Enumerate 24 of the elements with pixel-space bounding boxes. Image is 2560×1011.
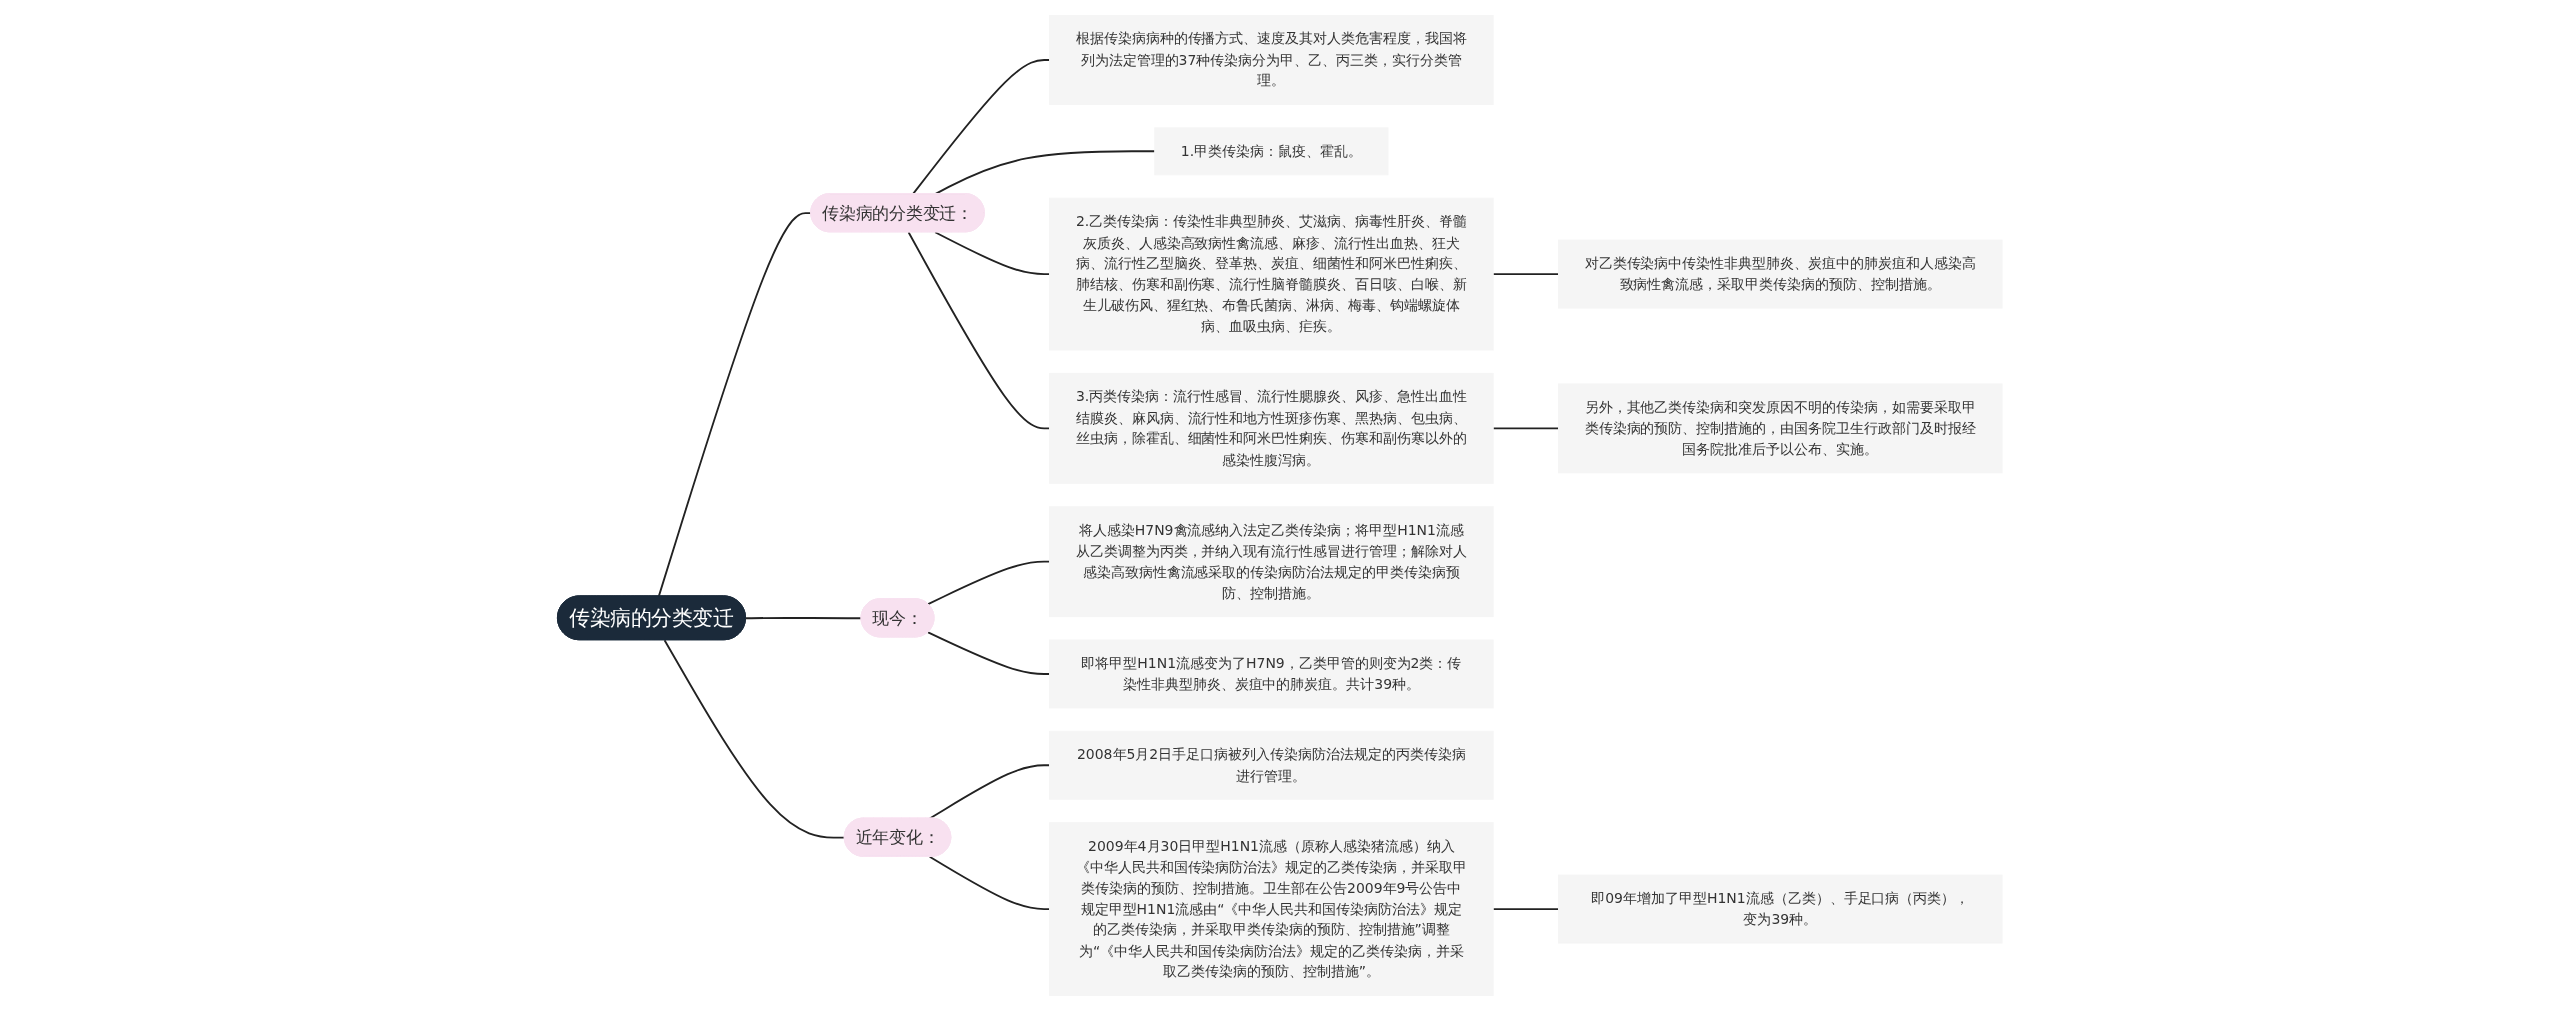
connector <box>934 150 1156 195</box>
connector <box>745 617 863 620</box>
connector <box>1492 273 1560 276</box>
node-box: 将人感染H7N9禽流感纳入法定乙类传染病；将甲型H1N1流感从乙类调整为丙类，并纳入现有流行性感冒进行管理；解除对人感染高致病性禽流感采取的传染病防治法规定的甲类传染病预防、控制措施。 <box>1049 506 1494 618</box>
connector <box>1492 908 1560 910</box>
connector <box>934 231 1051 276</box>
connector <box>927 560 1051 605</box>
node-box: 即将甲型H1N1流感变为了H7N9，乙类甲管的则变为2类：传染性非典型肺炎、炭疽中的肺炭疽。共计39种。 <box>1049 639 1494 709</box>
node-box: 3.丙类传染病：流行性感冒、流行性腮腺炎、风疹、急性出血性结膜炎、麻风病、流行性和地方性斑疹伤寒、黑热病、包虫病、丝虫病，除霍乱、细菌性和阿米巴性痢疾、伤寒和副伤寒以外的感染性腹泻病。 <box>1049 372 1494 484</box>
node-box: 2.乙类传染病：传染性非典型肺炎、艾滋病、病毒性肝炎、脊髓灰质炎、人感染高致病性禽流感、麻疹、流行性出血热、狂犬病、流行性乙型脑炎、登革热、炭疽、细菌性和阿米巴性痢疾、肺结核、伤寒和副伤寒、流行性脑脊髓膜炎、百日咳、白喉、新生儿破伤风、猩红热、布鲁氏菌病、淋病、梅毒、钩端螺旋体病、血吸虫病、疟疾。 <box>1049 197 1494 351</box>
node-box: 对乙类传染病中传染性非典型肺炎、炭疽中的肺炭疽和人感染高致病性禽流感，采取甲类传染病的预防、控制措施。 <box>1558 239 2003 309</box>
connector <box>927 631 1051 675</box>
connector <box>907 231 1051 430</box>
node-box: 另外，其他乙类传染病和突发原因不明的传染病，如需要采取甲类传染病的预防、控制措施的，由国务院卫生行政部门及时报经国务院批准后予以公布、实施。 <box>1558 383 2003 474</box>
connector <box>929 855 1051 910</box>
connector <box>929 764 1051 820</box>
connector <box>1492 427 1560 430</box>
node-box: 2009年4月30日甲型H1N1流感（原称人感染猪流感）纳入《中华人民共和国传染病防治法》规定的乙类传染病，并采取甲类传染病的预防、控制措施。卫生部在公告2009年9号公告中规定甲型H1N1流感由“《中华人民共和国传染病防治法》规定的乙类传染病，并采取甲类传染病的预防、控制措施”调整为“《中华人民共和国传染病防治法》规定的乙类传染病，并采取乙类传染病的预防、控制措施”。 <box>1049 822 1494 996</box>
node-box: 2008年5月2日手足口病被列入传染病防治法规定的丙类传染病进行管理。 <box>1049 730 1494 800</box>
node-box: 根据传染病病种的传播方式、速度及其对人类危害程度，我国将列为法定管理的37种传染病分为甲、乙、丙三类，实行分类管理。 <box>1049 15 1494 105</box>
node-box: 1.甲类传染病：鼠疫、霍乱。 <box>1154 127 1389 176</box>
connector <box>663 639 846 839</box>
connector <box>912 59 1051 195</box>
node-box: 即09年增加了甲型H1N1流感（乙类）、手足口病（丙类），变为39种。 <box>1558 874 2003 944</box>
